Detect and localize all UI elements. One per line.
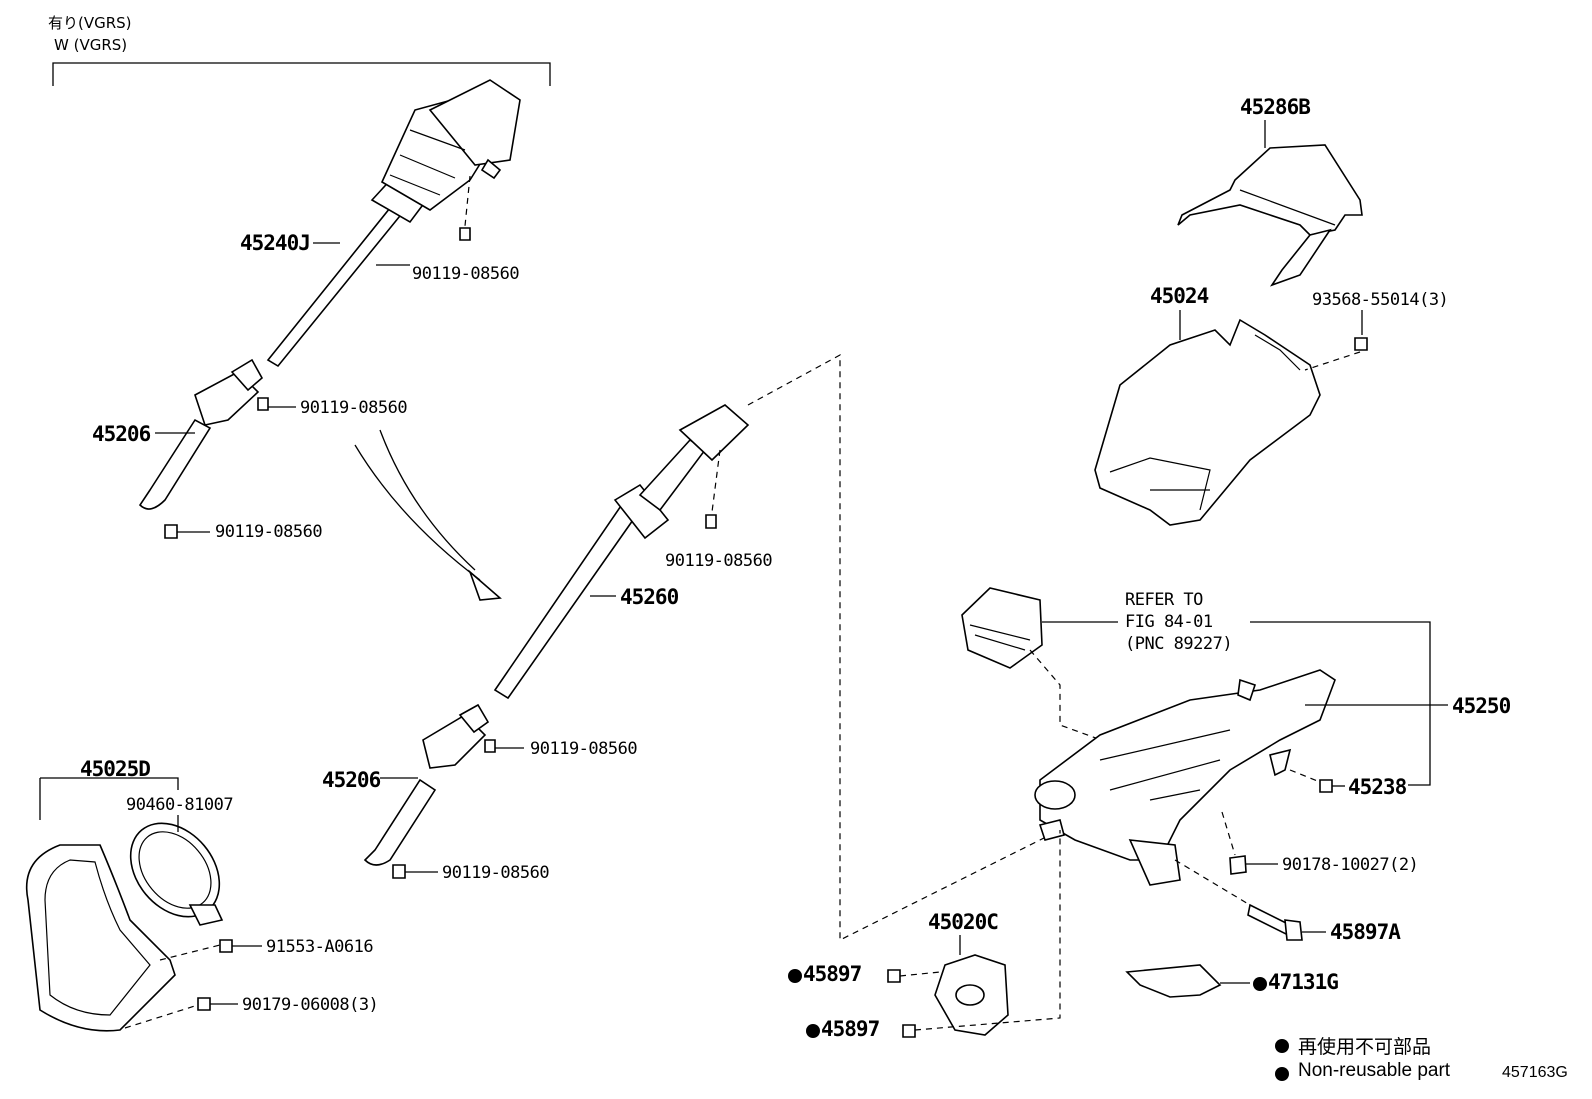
figure-id: 457163G bbox=[1502, 1064, 1568, 1081]
change-arrow bbox=[354, 429, 502, 601]
legend-jp: 再使用不可部品 bbox=[1298, 1037, 1432, 1058]
bolt-lower-joint bbox=[164, 524, 178, 539]
vgrs-shaft-assembly bbox=[266, 79, 521, 368]
part-45240j-label: 45240J bbox=[240, 231, 311, 255]
steering-shaft-45260 bbox=[493, 404, 750, 700]
variant-label-en: W (VGRS) bbox=[54, 36, 128, 54]
part-45206-label-a: 45206 bbox=[92, 422, 151, 446]
cover-screw-label: 93568-55014(3) bbox=[1312, 290, 1449, 310]
bolt-45897a bbox=[1247, 903, 1303, 941]
bolt-upper-joint bbox=[257, 397, 269, 411]
legend-dot bbox=[1275, 1039, 1289, 1053]
part-47131g-label: 47131G bbox=[1268, 970, 1339, 994]
lower-column-cover bbox=[1094, 318, 1321, 526]
seal-label: 90460-81007 bbox=[126, 795, 234, 815]
bolt-label-f: 90119-08560 bbox=[442, 863, 550, 883]
small-bolts-boot bbox=[197, 939, 233, 1011]
bolt-label-c: 90119-08560 bbox=[215, 522, 323, 542]
legend-en: Non-reusable part bbox=[1298, 1060, 1451, 1081]
non-reusable-marker bbox=[806, 1024, 820, 1038]
bolt-lower-shaft bbox=[392, 739, 496, 879]
bolt-label-d: 90119-08560 bbox=[665, 551, 773, 571]
intermediate-shaft-lower bbox=[363, 703, 490, 866]
steering-column-assembly bbox=[1034, 669, 1336, 886]
bolt-label-a: 90119-08560 bbox=[412, 264, 520, 284]
part-45897-label-a: 45897 bbox=[803, 962, 862, 986]
nut-90178 bbox=[1229, 855, 1247, 875]
part-45025d-label: 45025D bbox=[80, 757, 151, 781]
bolt-label-b: 90119-08560 bbox=[300, 398, 408, 418]
key-cylinder-45020c bbox=[934, 954, 1009, 1036]
part-45206-label-b: 45206 bbox=[322, 768, 381, 792]
part-45260-label: 45260 bbox=[620, 585, 679, 609]
non-reusable-marker bbox=[1253, 977, 1267, 991]
part-45897a-label: 45897A bbox=[1330, 920, 1401, 944]
column-hole-cover bbox=[26, 822, 224, 1032]
bolt-vgrs bbox=[459, 175, 471, 241]
bolt-45238 bbox=[1319, 779, 1333, 793]
connector-89227 bbox=[961, 587, 1043, 669]
refer-line-2: FIG 84-01 bbox=[1125, 612, 1213, 632]
part-45024-label: 45024 bbox=[1150, 284, 1209, 308]
part-45250-label: 45250 bbox=[1452, 694, 1511, 718]
cover-screw bbox=[1354, 337, 1368, 351]
vgrs-bracket bbox=[52, 62, 551, 86]
intermediate-shaft-upper bbox=[138, 358, 264, 510]
nut-label-a: 90179-06008(3) bbox=[242, 995, 379, 1015]
part-45020c-label: 45020C bbox=[928, 910, 999, 934]
upper-column-cover bbox=[1177, 144, 1363, 287]
shear-bolts-45897 bbox=[887, 969, 916, 1038]
legend-dot bbox=[1275, 1067, 1289, 1081]
non-reusable-marker bbox=[788, 969, 802, 983]
refer-line-1: REFER TO bbox=[1125, 590, 1203, 610]
nut-label-b: 90178-10027(2) bbox=[1282, 855, 1419, 875]
variant-label-jp: 有り(VGRS) bbox=[48, 14, 132, 32]
refer-line-3: (PNC 89227) bbox=[1125, 634, 1233, 654]
bolt-label-e: 90119-08560 bbox=[530, 739, 638, 759]
screw-label-a: 91553-A0616 bbox=[266, 937, 374, 957]
plate-47131g bbox=[1125, 964, 1222, 998]
part-45238-label: 45238 bbox=[1348, 775, 1407, 799]
part-45286b-label: 45286B bbox=[1240, 95, 1311, 119]
part-45897-label-b: 45897 bbox=[821, 1017, 880, 1041]
bolt-45260 bbox=[705, 449, 721, 529]
